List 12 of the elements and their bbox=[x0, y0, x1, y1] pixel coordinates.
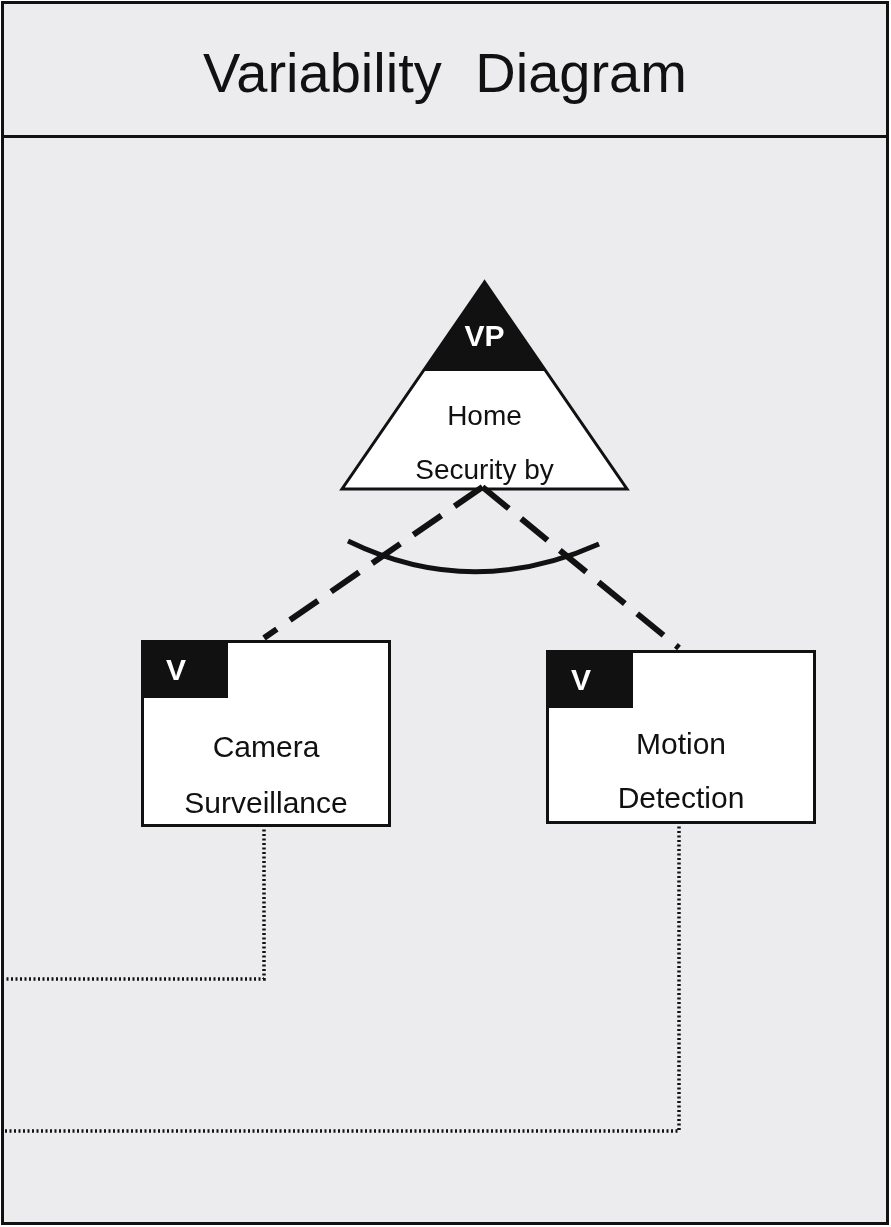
node-label: Camera Surveillance bbox=[183, 729, 349, 821]
tag-label: V bbox=[571, 663, 591, 697]
variation-point-triangle bbox=[341, 281, 628, 491]
node-label: Home Security by bbox=[414, 399, 555, 487]
node-label: Variability Diagram bbox=[202, 40, 688, 105]
tag-label: V bbox=[166, 653, 186, 687]
node-label: Motion Detection bbox=[616, 726, 746, 816]
dashed-connector bbox=[480, 484, 681, 651]
dashed-connector bbox=[262, 484, 485, 641]
variant-box bbox=[141, 640, 391, 827]
variant-box bbox=[546, 650, 816, 824]
tag-label: VP bbox=[463, 319, 506, 353]
